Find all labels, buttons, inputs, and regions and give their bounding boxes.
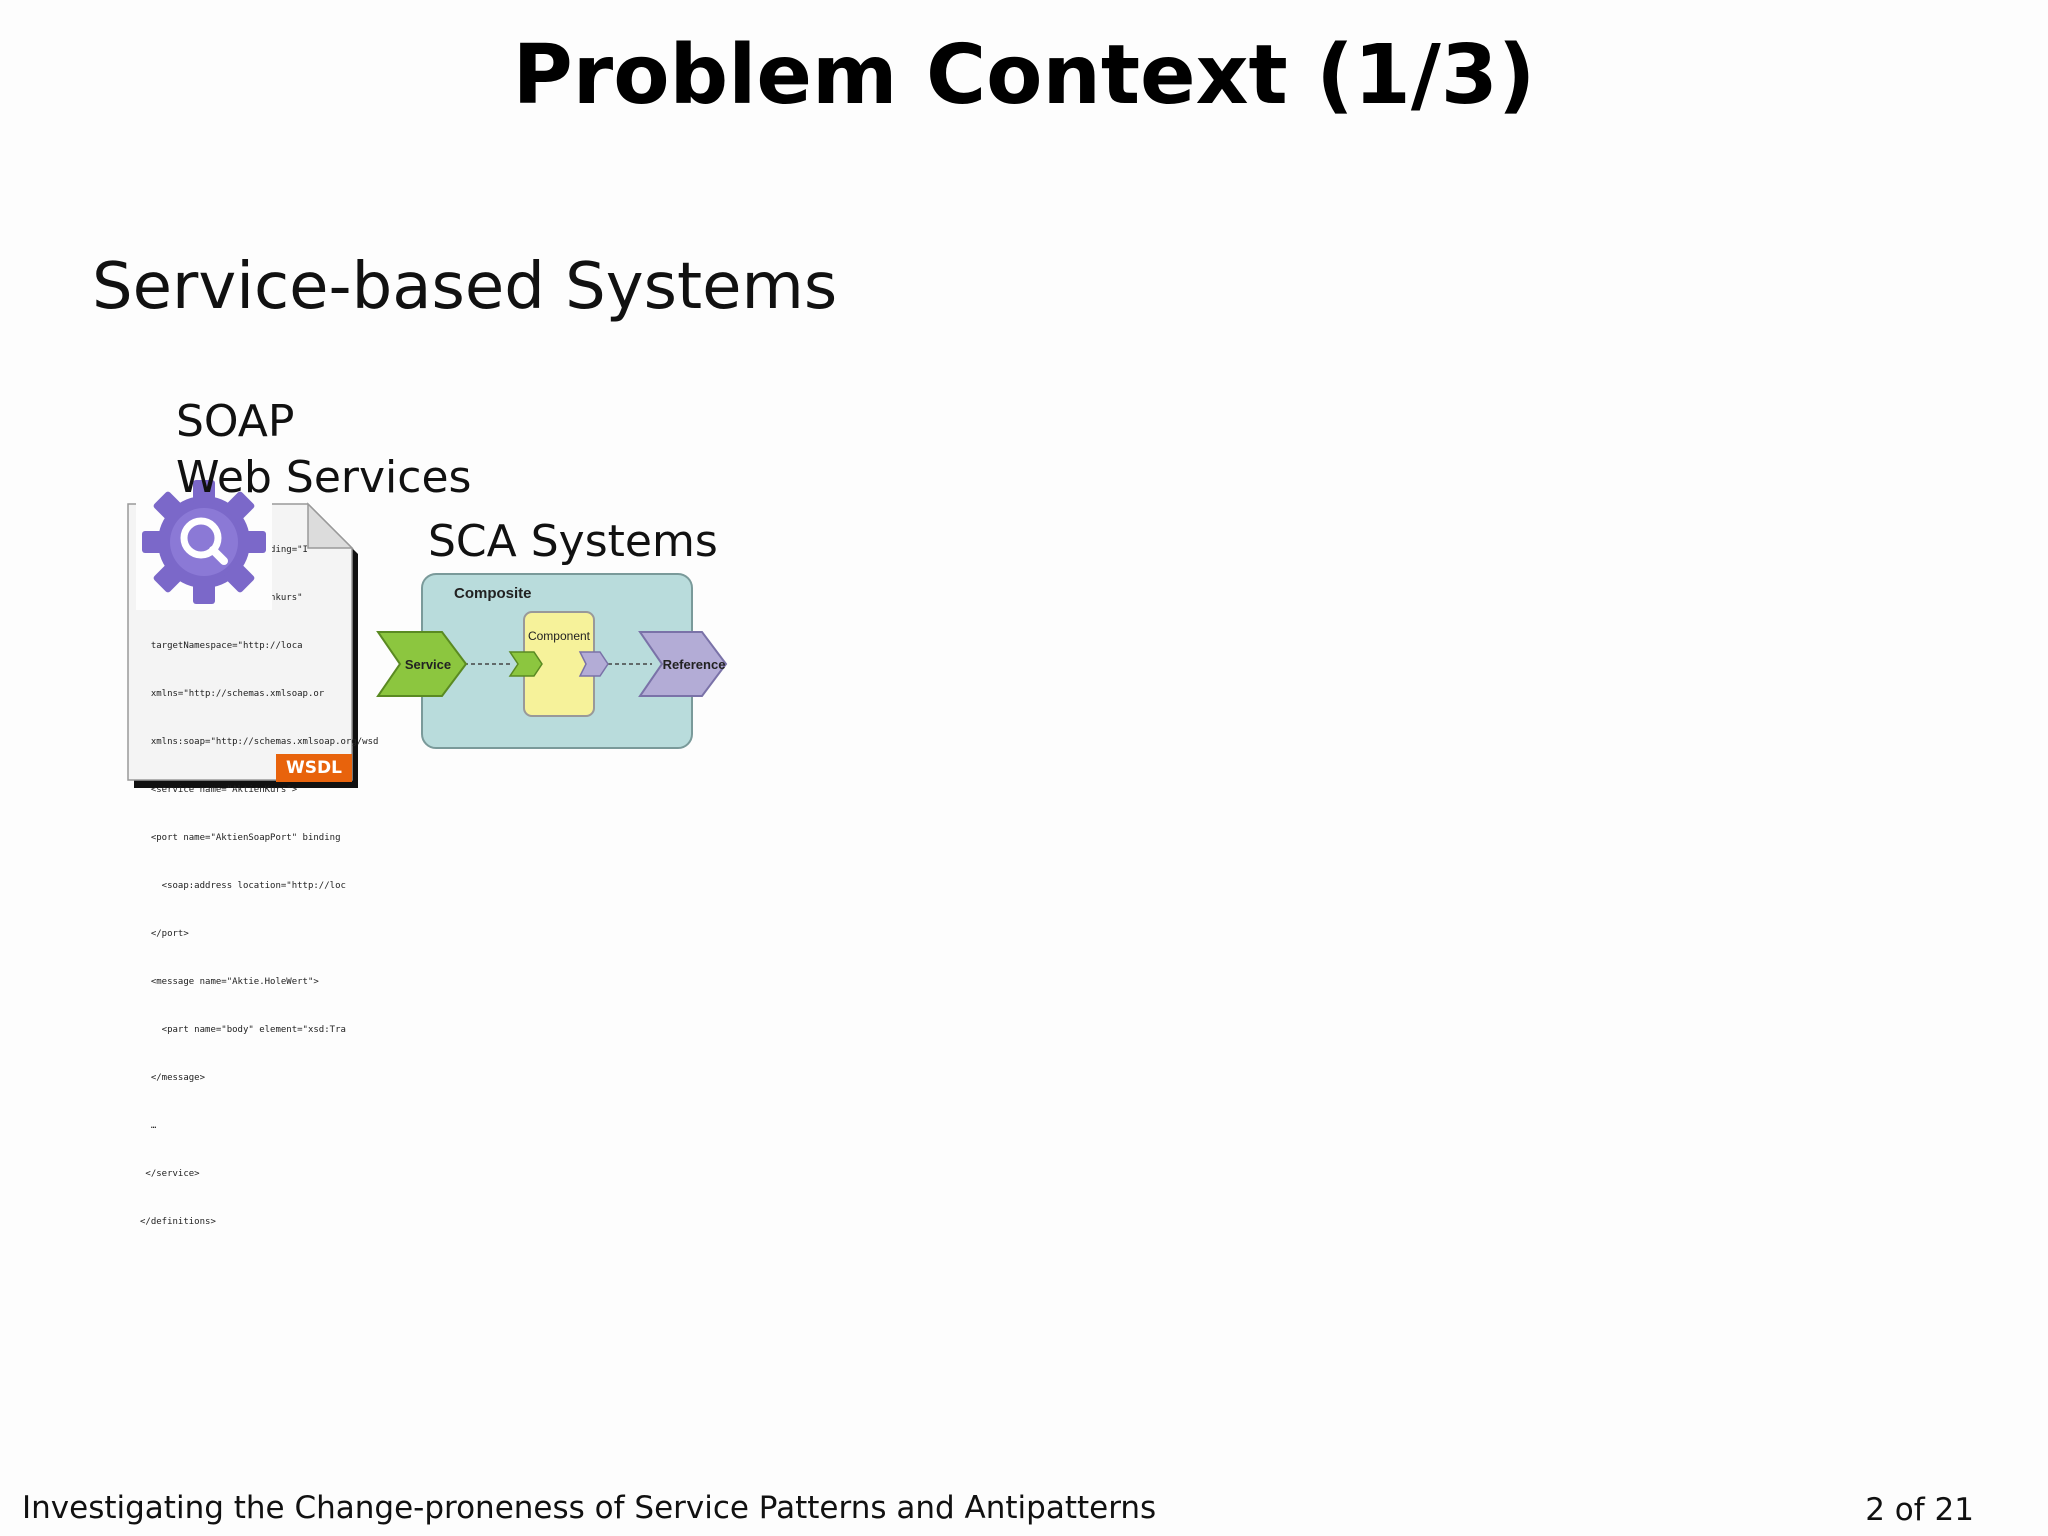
page-number: 2 of 21 [1865,1492,1974,1528]
code-line: <message name="Aktie.HoleWert"> [140,977,319,987]
soap-label-line2: Web Services [176,452,472,503]
slide-title: Problem Context (1/3) [512,28,1536,123]
code-line: </port> [140,929,189,939]
reference-label: Reference [663,657,726,672]
code-line: <service name="AktienKurs"> [140,785,298,795]
gear-search-icon [136,474,272,610]
code-line: </message> [140,1073,206,1083]
soap-web-services-label: SOAP Web Services [176,394,471,506]
service-label: Service [405,657,451,672]
sca-composite-diagram: Composite Component Service Reference [376,573,728,749]
code-line: <part name="body" element="xsd:Tra [140,1025,346,1035]
code-line: </definitions> [140,1217,216,1227]
component-label: Component [528,629,591,643]
soap-label-line1: SOAP [176,396,295,447]
composite-label: Composite [454,585,532,602]
reference-chevron [638,631,728,697]
sca-systems-label: SCA Systems [428,516,718,567]
code-line: … [140,1121,157,1131]
footer-talk-title: Investigating the Change-proneness of Se… [22,1490,1157,1526]
component-reference-port [578,651,609,677]
slide-heading: Service-based Systems [92,250,838,324]
service-chevron [376,631,468,697]
component-service-port [508,651,543,677]
code-line: <soap:address location="http://loc [140,881,346,891]
code-line: xmlns:soap="http://schemas.xmlsoap.org/w… [140,737,379,747]
code-line: </service> [140,1169,200,1179]
code-line: xmlns="http://schemas.xmlsoap.or [140,689,325,699]
wsdl-code-block: <?xml version="1.0" encoding="I <definit… [140,510,379,1246]
wsdl-badge: WSDL [276,754,352,782]
code-line: <port name="AktienSoapPort" binding [140,833,341,843]
code-line: targetNamespace="http://loca [140,641,303,651]
